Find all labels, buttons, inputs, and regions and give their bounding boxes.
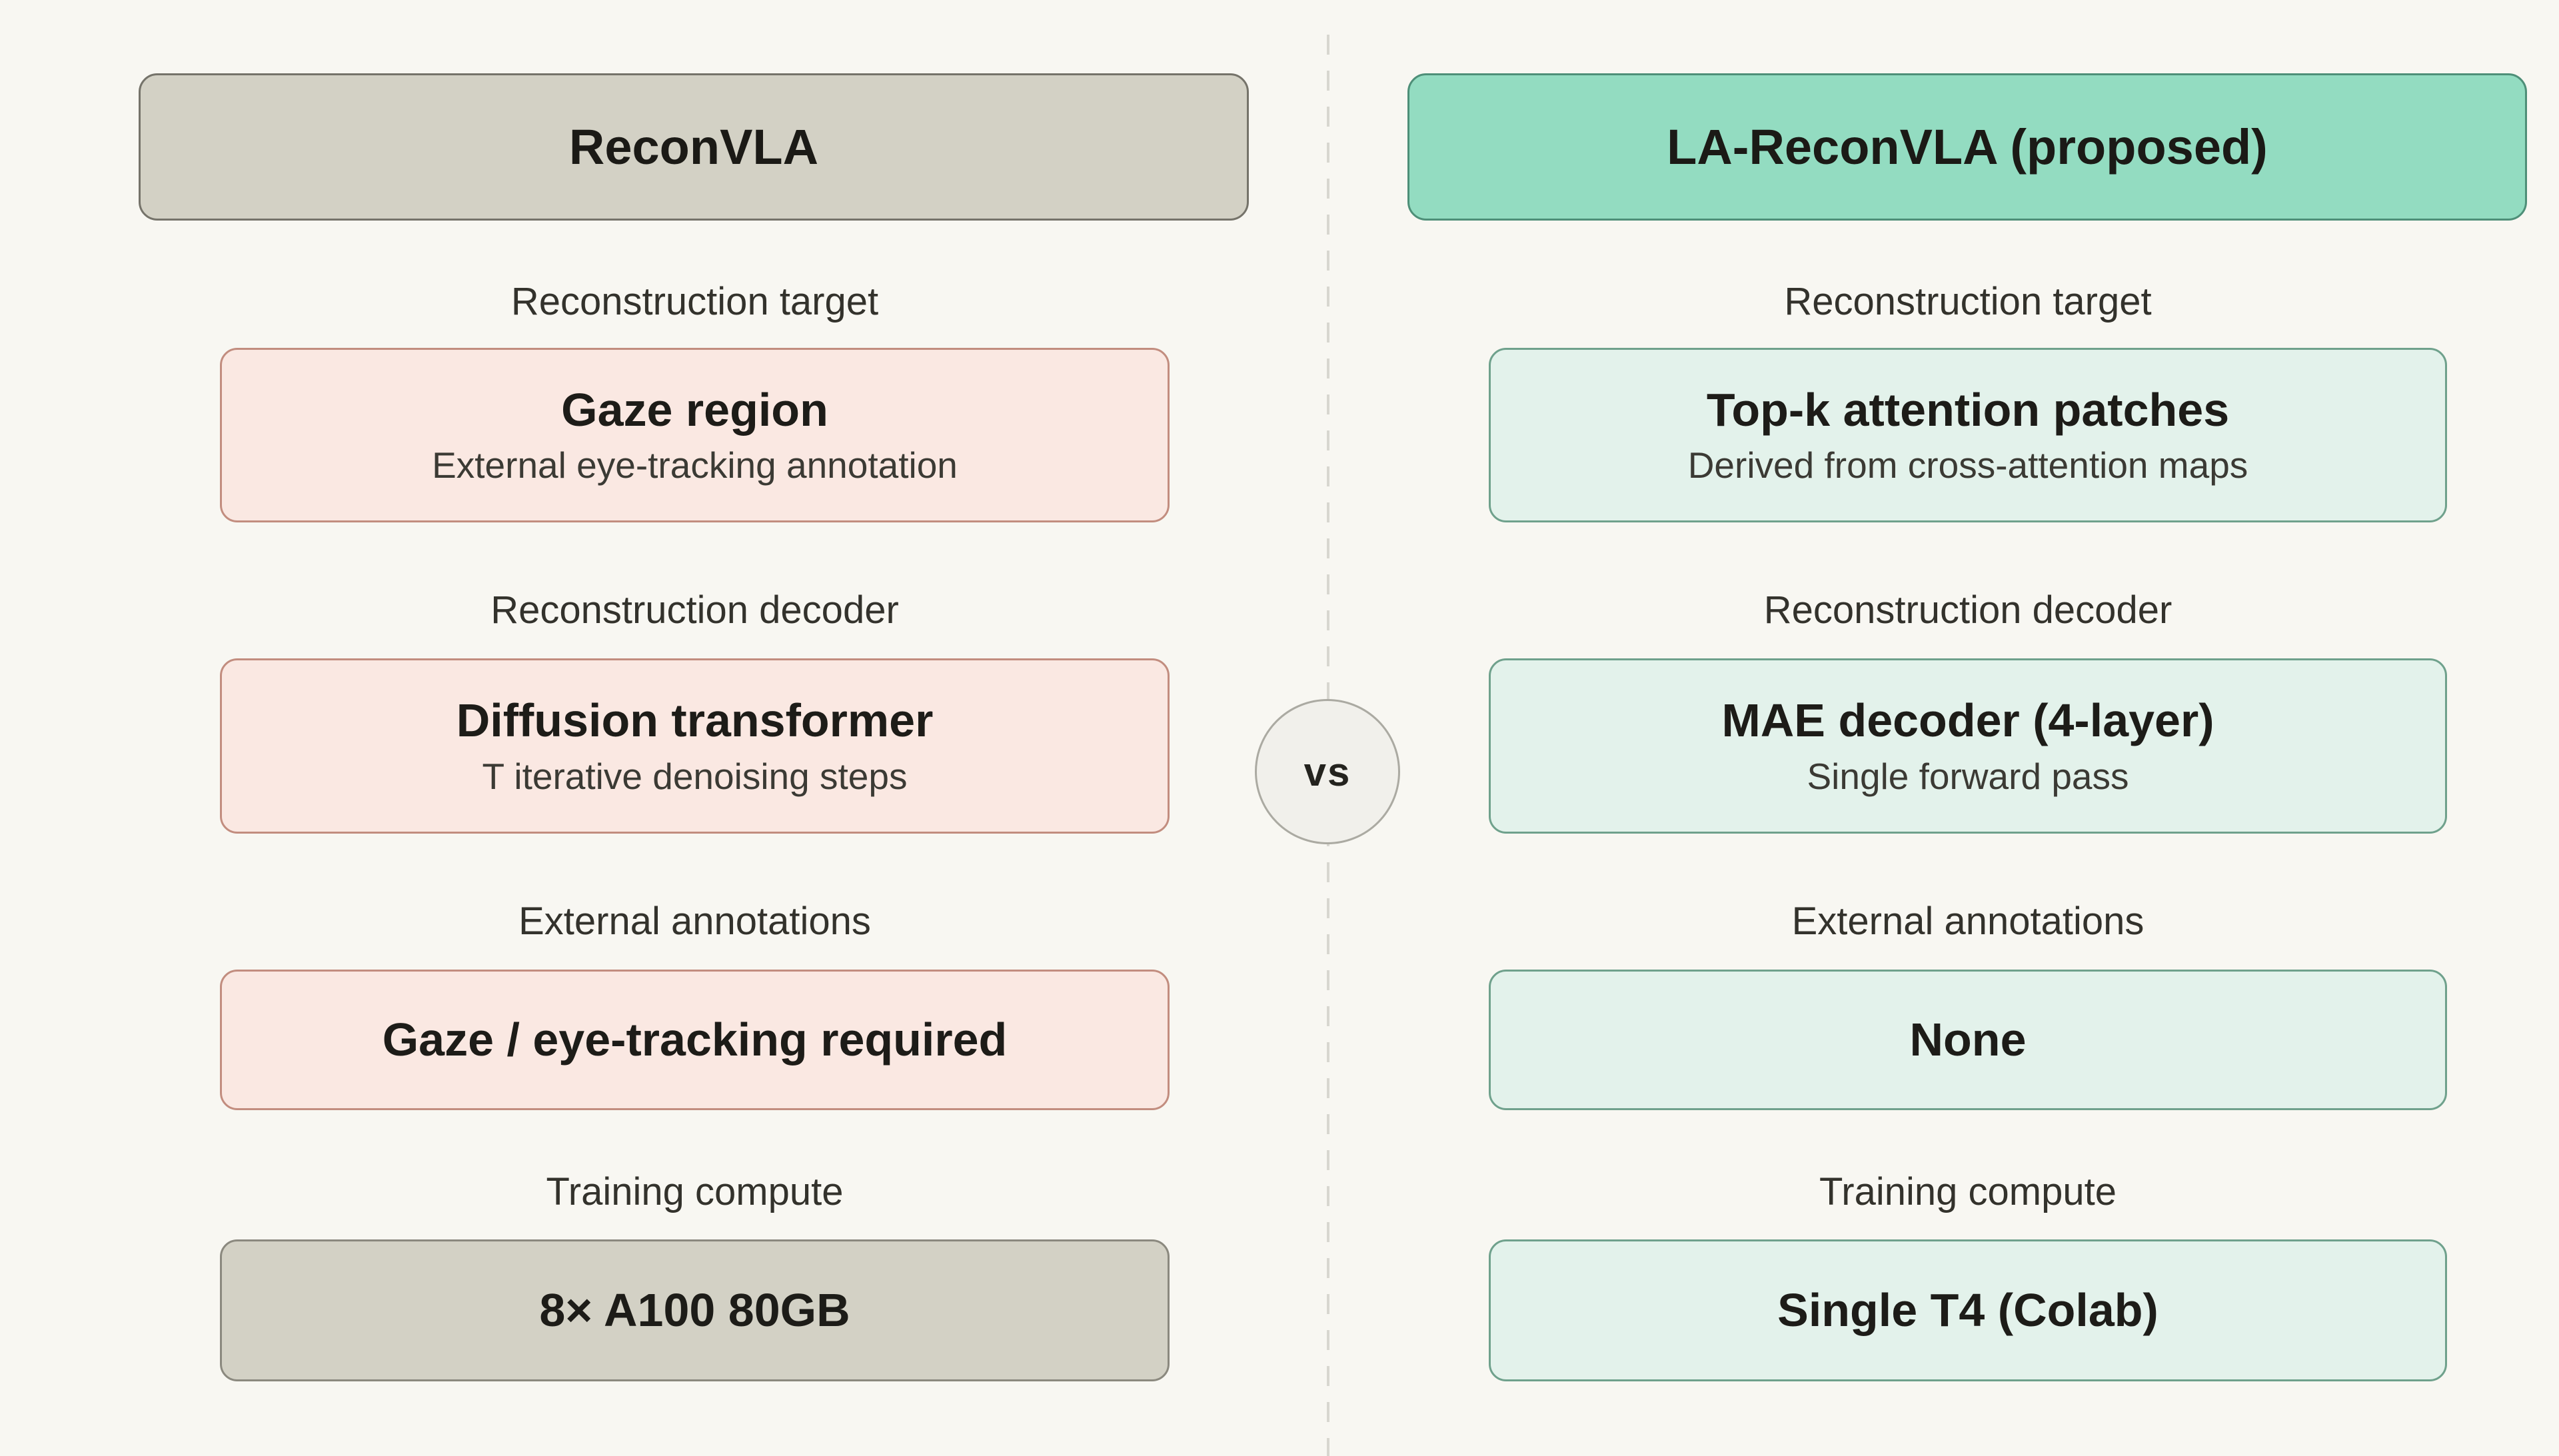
box-training-compute-right: Single T4 (Colab) xyxy=(1489,1239,2447,1381)
section-label-reconstruction-target-left: Reconstruction target xyxy=(510,280,879,323)
box-gaze-eye-tracking-required: Gaze / eye-tracking required xyxy=(220,970,1170,1110)
reconvla-header: ReconVLA xyxy=(139,73,1249,221)
box-title: 8× A100 80GB xyxy=(539,1284,850,1337)
la-reconvla-header-label: LA-ReconVLA (proposed) xyxy=(1667,119,2268,175)
section-label-external-annotations-right: External annotations xyxy=(1791,900,2144,943)
box-training-compute-left: 8× A100 80GB xyxy=(220,1239,1170,1381)
box-title: Gaze region xyxy=(561,383,828,436)
reconvla-header-label: ReconVLA xyxy=(568,119,819,175)
box-title: Gaze / eye-tracking required xyxy=(382,1014,1008,1066)
box-title: None xyxy=(1909,1014,2027,1066)
section-label-reconstruction-decoder-right: Reconstruction decoder xyxy=(1763,588,2172,632)
section-label-training-compute-left: Training compute xyxy=(546,1170,844,1213)
box-diffusion-transformer: Diffusion transformer T iterative denois… xyxy=(220,658,1170,834)
box-subtitle: External eye-tracking annotation xyxy=(432,444,958,486)
box-title: Top-k attention patches xyxy=(1706,383,2230,436)
box-title: MAE decoder (4-layer) xyxy=(1721,694,2214,747)
vs-badge: vs xyxy=(1255,699,1400,844)
box-mae-decoder: MAE decoder (4-layer) Single forward pas… xyxy=(1489,658,2447,834)
box-title: Single T4 (Colab) xyxy=(1777,1284,2158,1337)
box-none: None xyxy=(1489,970,2447,1110)
box-top-k-attention-patches: Top-k attention patches Derived from cro… xyxy=(1489,348,2447,522)
la-reconvla-header: LA-ReconVLA (proposed) xyxy=(1407,73,2527,221)
box-subtitle: Derived from cross-attention maps xyxy=(1687,444,2248,486)
section-label-reconstruction-target-right: Reconstruction target xyxy=(1784,280,2152,323)
section-label-training-compute-right: Training compute xyxy=(1819,1170,2117,1213)
vs-label: vs xyxy=(1303,749,1351,794)
box-subtitle: T iterative denoising steps xyxy=(482,755,908,797)
box-title: Diffusion transformer xyxy=(456,694,934,747)
box-subtitle: Single forward pass xyxy=(1807,755,2129,797)
section-label-external-annotations-left: External annotations xyxy=(518,900,871,943)
box-gaze-region: Gaze region External eye-tracking annota… xyxy=(220,348,1170,522)
section-label-reconstruction-decoder-left: Reconstruction decoder xyxy=(490,588,899,632)
